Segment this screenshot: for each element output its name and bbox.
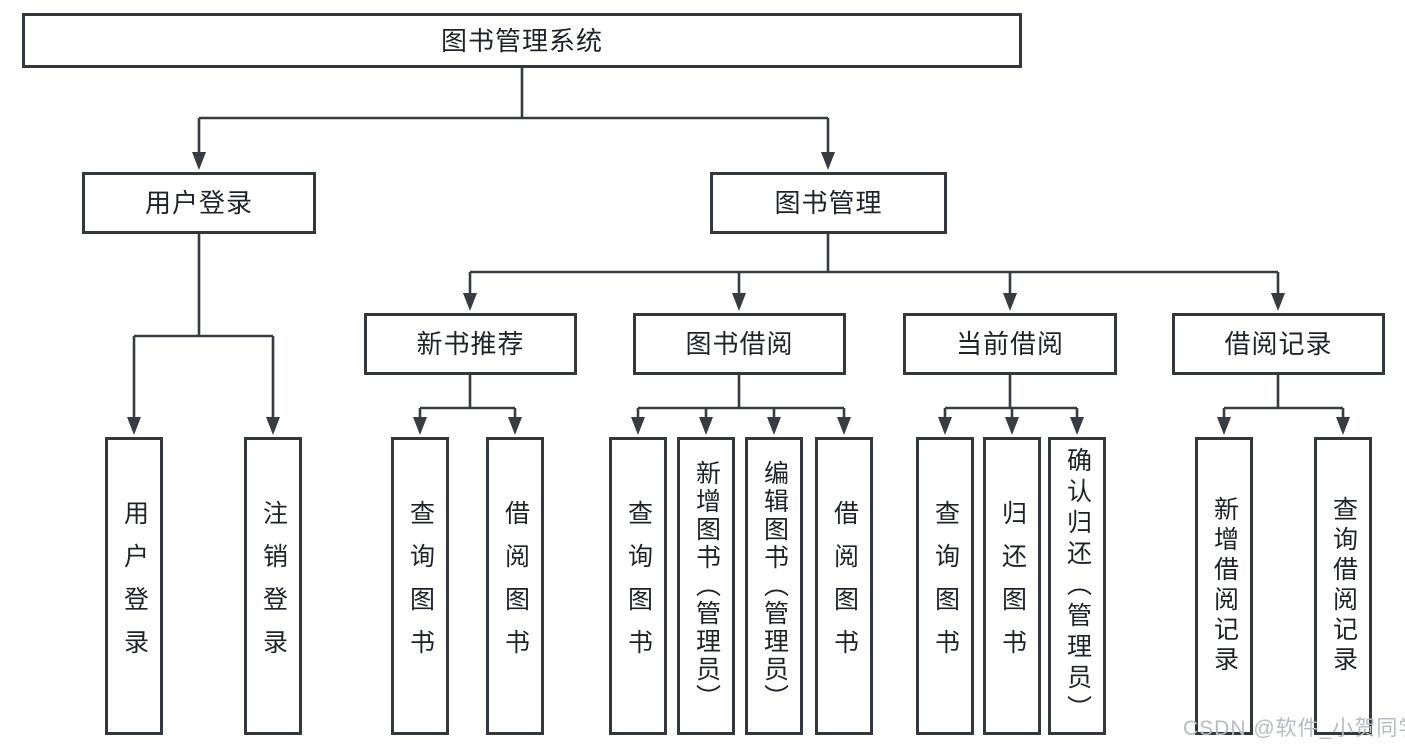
- node-label: 图书管理: [774, 188, 883, 218]
- node-label: 查询图书: [624, 500, 653, 672]
- node-label: 借阅图书: [501, 500, 530, 672]
- node-borrow-records: 借阅记录: [1172, 313, 1385, 375]
- connector-borrow-records-children: [1217, 375, 1350, 435]
- connector-book-management-children: [463, 234, 1285, 311]
- node-library-management-system: 图书管理系统: [22, 13, 1022, 68]
- node-label: 用户登录: [144, 188, 253, 218]
- node-label: 借阅图书: [830, 500, 859, 672]
- node-label: 新书推荐: [416, 329, 525, 359]
- node-label: 编辑图书（管理员）: [760, 460, 789, 712]
- node-label: 图书管理系统: [440, 25, 603, 56]
- node-label: 归还图书: [998, 500, 1027, 672]
- node-user-login: 用户登录: [82, 172, 316, 234]
- node-leaf-user-login: 用户登录: [105, 437, 163, 735]
- csdn-watermark: CSDN @软件_小贺同学: [1183, 717, 1405, 740]
- connector-current-borrow-children: [938, 375, 1084, 435]
- node-book-management: 图书管理: [710, 172, 947, 234]
- node-label: 当前借阅: [955, 329, 1064, 359]
- connector-new-book-children: [413, 375, 522, 435]
- node-label: 查询图书: [931, 500, 960, 672]
- node-label: 新增图书（管理员）: [692, 460, 721, 712]
- node-label: 图书借阅: [685, 329, 794, 359]
- node-leaf-confirm-return-admin: 确认归还（管理员）: [1048, 437, 1106, 735]
- node-leaf-borrow-books-recommend: 借阅图书: [486, 437, 544, 735]
- node-leaf-borrow-books: 借阅图书: [815, 437, 873, 735]
- node-label: 借阅记录: [1224, 329, 1333, 359]
- node-leaf-add-borrow-record: 新增借阅记录: [1195, 437, 1253, 735]
- node-leaf-return-books: 归还图书: [983, 437, 1041, 735]
- node-leaf-query-books-current: 查询图书: [916, 437, 974, 735]
- node-label: 查询图书: [406, 500, 435, 672]
- node-label: 用户登录: [120, 500, 149, 672]
- connector-user-login-children: [127, 233, 280, 435]
- node-new-book-recommend: 新书推荐: [364, 313, 577, 375]
- node-label: 确认归还（管理员）: [1063, 446, 1092, 726]
- node-leaf-edit-book-admin: 编辑图书（管理员）: [745, 437, 803, 735]
- connector-root-to-level2: [192, 68, 835, 170]
- node-leaf-query-borrow-record: 查询借阅记录: [1314, 437, 1372, 735]
- node-label: 新增借阅记录: [1210, 496, 1239, 676]
- node-leaf-query-books-borrow: 查询图书: [609, 437, 667, 735]
- node-book-borrow: 图书借阅: [633, 313, 846, 375]
- node-leaf-add-book-admin: 新增图书（管理员）: [677, 437, 735, 735]
- connector-book-borrow-children: [631, 375, 851, 435]
- node-leaf-query-books-recommend: 查询图书: [391, 437, 449, 735]
- node-label: 查询借阅记录: [1329, 496, 1358, 676]
- node-label: 注销登录: [259, 500, 288, 672]
- node-current-borrow: 当前借阅: [903, 313, 1117, 375]
- node-leaf-logout: 注销登录: [244, 437, 302, 735]
